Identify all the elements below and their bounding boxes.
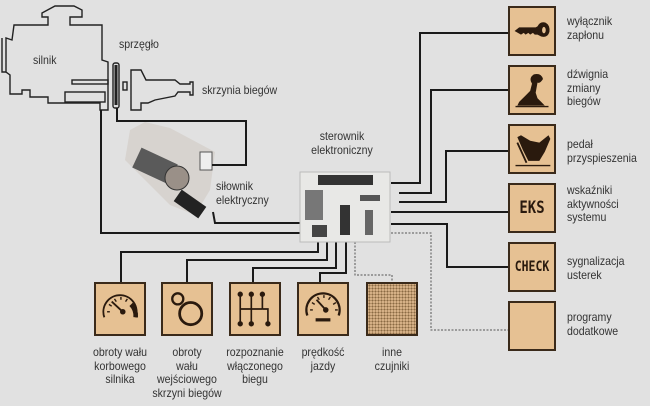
label-line: włączonego <box>227 358 283 373</box>
vehicle-speed-box <box>297 282 349 336</box>
eks-display-icon: EKS <box>519 198 545 218</box>
label-line: zapłonu <box>567 27 605 42</box>
label-line: czujniki <box>374 358 410 373</box>
accelerator-pedal-icon <box>515 135 551 167</box>
label-line: wyłącznik <box>567 14 613 28</box>
label-line: zmiany <box>567 80 601 95</box>
label-line: sygnalizacja <box>567 254 625 268</box>
label-line: dźwignia <box>567 67 609 81</box>
dotted-wires <box>354 232 508 331</box>
ignition-switch-label: wyłącznik zapłonu <box>567 14 613 42</box>
input-shaft-speed-box <box>161 282 213 336</box>
tachometer-icon <box>102 294 139 318</box>
actuator-label-line: siłownik <box>216 179 253 193</box>
gearbox-drawing <box>130 69 194 111</box>
gearbox-label: skrzynia biegów <box>202 83 278 97</box>
controller-label-line: elektroniczny <box>311 142 373 157</box>
gear-recognition-label: rozpoznanie włączonego biegu <box>215 345 294 387</box>
label-line: usterek <box>567 267 602 282</box>
eks-indicator-label: wskaźniki aktywności systemu <box>567 183 619 225</box>
label-line: wału <box>176 358 198 373</box>
engine-drawing <box>1 5 109 111</box>
label-line: silnika <box>105 372 135 386</box>
speedometer-icon <box>305 292 341 322</box>
label-line: systemu <box>567 210 607 224</box>
gear-lever-icon <box>515 74 549 108</box>
label-line: programy <box>567 310 612 324</box>
label-line: korbowego <box>94 358 146 373</box>
controller-label: sterownik elektroniczny <box>298 129 386 157</box>
eks-indicator-box: EKS <box>508 183 556 233</box>
label-line: prędkość <box>301 345 345 359</box>
label-line: jazdy <box>310 358 336 373</box>
gear-lever-label: dźwignia zmiany biegów <box>567 67 609 109</box>
actuator-label-line: elektryczny <box>216 192 269 207</box>
label-line: obroty wału <box>92 345 148 359</box>
clutch-drawing <box>112 62 128 109</box>
label-line: przyspieszenia <box>567 150 637 165</box>
accelerator-pedal-label: pedał przyspieszenia <box>567 137 637 165</box>
label-line: pedał <box>567 137 593 151</box>
gear-pattern-icon <box>237 291 271 327</box>
label-line: skrzyni biegów <box>152 385 222 400</box>
gear-lever-box <box>508 65 556 115</box>
key-icon <box>514 22 550 37</box>
ignition-switch-box <box>508 6 556 56</box>
additional-programs-label: programy dodatkowe <box>567 310 619 338</box>
label-line: biegu <box>242 372 268 386</box>
additional-programs-box <box>508 301 556 351</box>
label-line: wskaźniki <box>567 183 613 197</box>
controller-label-line: sterownik <box>319 129 365 143</box>
crankshaft-speed-box <box>94 282 146 336</box>
accelerator-pedal-box <box>508 124 556 174</box>
actuator-label: siłownik elektryczny <box>216 179 269 207</box>
input-shaft-speed-label: obroty wału wejściowego skrzyni biegów <box>147 345 226 400</box>
check-display-icon: CHECK <box>514 259 550 275</box>
label-line: inne <box>382 345 402 359</box>
actuator-drawing <box>125 122 215 219</box>
vehicle-speed-label: prędkość jazdy <box>283 345 362 373</box>
label-line: wejściowego <box>157 372 217 386</box>
wires <box>100 32 508 282</box>
shaft-rotation-icon <box>171 292 204 327</box>
check-indicator-label: sygnalizacja usterek <box>567 254 625 282</box>
crankshaft-speed-label: obroty wału korbowego silnika <box>80 345 159 387</box>
other-sensors-box <box>366 282 418 336</box>
label-line: rozpoznanie <box>226 345 284 359</box>
check-indicator-box: CHECK <box>508 242 556 292</box>
controller-board <box>299 171 391 243</box>
label-line: biegów <box>567 94 601 108</box>
label-line: obroty <box>172 345 202 359</box>
clutch-label: sprzęgło <box>119 37 159 51</box>
other-sensors-label: inne czujniki <box>352 345 431 373</box>
engine-label: silnik <box>33 53 57 67</box>
gear-recognition-box <box>229 282 281 336</box>
label-line: dodatkowe <box>567 323 619 338</box>
label-line: aktywności <box>567 196 619 211</box>
